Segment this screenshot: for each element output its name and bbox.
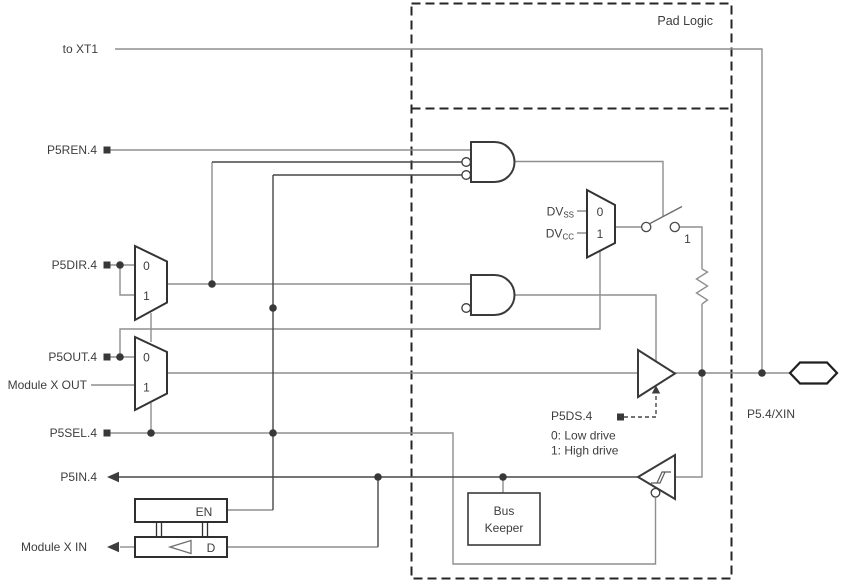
ren-switch xyxy=(640,205,683,233)
mux-out-label-0: 0 xyxy=(143,351,150,365)
label-to-xt1: to XT1 xyxy=(63,42,99,56)
input-schmitt-trigger xyxy=(636,453,676,501)
label-p5ds: P5DS.4 xyxy=(551,409,593,423)
mux-pull-label-0: 0 xyxy=(597,205,604,219)
label-p5ren: P5REN.4 xyxy=(47,143,97,157)
junction-dots xyxy=(116,261,766,481)
label-module-x-out: Module X OUT xyxy=(8,378,88,392)
label-pad-name: P5.4/XIN xyxy=(747,407,795,421)
module-x-in-arrowhead xyxy=(107,541,119,553)
label-module-x-in: Module X IN xyxy=(21,540,87,554)
terminal-squares xyxy=(103,146,624,437)
invert-bubble xyxy=(461,170,472,180)
mux-pull-label-1: 1 xyxy=(597,227,604,241)
wires-gray xyxy=(91,48,790,565)
p5in-arrowhead xyxy=(107,471,119,483)
label-p5ds-option0: 0: Low drive xyxy=(551,429,616,443)
enable-bubble xyxy=(650,487,661,498)
label-pad-logic: Pad Logic xyxy=(657,14,713,28)
and-gate-output-enable xyxy=(461,274,516,316)
bus-keeper-line1: Bus xyxy=(494,504,515,518)
mux-output xyxy=(134,335,168,412)
pull-resistor xyxy=(695,268,709,305)
output-driver-buffer xyxy=(637,348,677,399)
en-latch-label: EN xyxy=(196,505,213,519)
label-p5out: P5OUT.4 xyxy=(48,350,97,364)
bus-keeper-box xyxy=(467,492,541,546)
d-latch xyxy=(134,536,228,558)
label-p5ds-option1: 1: High drive xyxy=(551,444,619,458)
hysteresis-glyph xyxy=(651,471,671,484)
label-dvss: DVSS xyxy=(547,205,574,220)
mux-out-label-1: 1 xyxy=(143,381,150,395)
mux-dir-label-0: 0 xyxy=(143,259,150,273)
invert-bubble xyxy=(461,157,472,167)
label-dvcc: DVCC xyxy=(546,227,574,242)
invert-bubble xyxy=(461,303,472,313)
label-p5in: P5IN.4 xyxy=(60,470,97,484)
bus-keeper-line2: Keeper xyxy=(485,521,524,535)
p5ds-arrowhead xyxy=(651,385,661,394)
label-p5sel: P5SEL.4 xyxy=(50,426,98,440)
mux-dir-label-1: 1 xyxy=(143,289,150,303)
wires-dark xyxy=(117,161,638,547)
switch-label-1: 1 xyxy=(684,232,691,246)
clock-triangle-glyph xyxy=(167,539,192,555)
mux-direction xyxy=(134,244,168,322)
pad-logic-border xyxy=(410,2,733,580)
d-latch-label: D xyxy=(207,541,216,555)
mux-pull-supply xyxy=(586,188,616,260)
label-p5dir: P5DIR.4 xyxy=(52,258,98,272)
and-gate-ren xyxy=(461,141,516,183)
p5ds-dashed-control xyxy=(624,394,657,418)
pad-hexagon xyxy=(788,361,839,385)
en-latch xyxy=(134,498,228,537)
